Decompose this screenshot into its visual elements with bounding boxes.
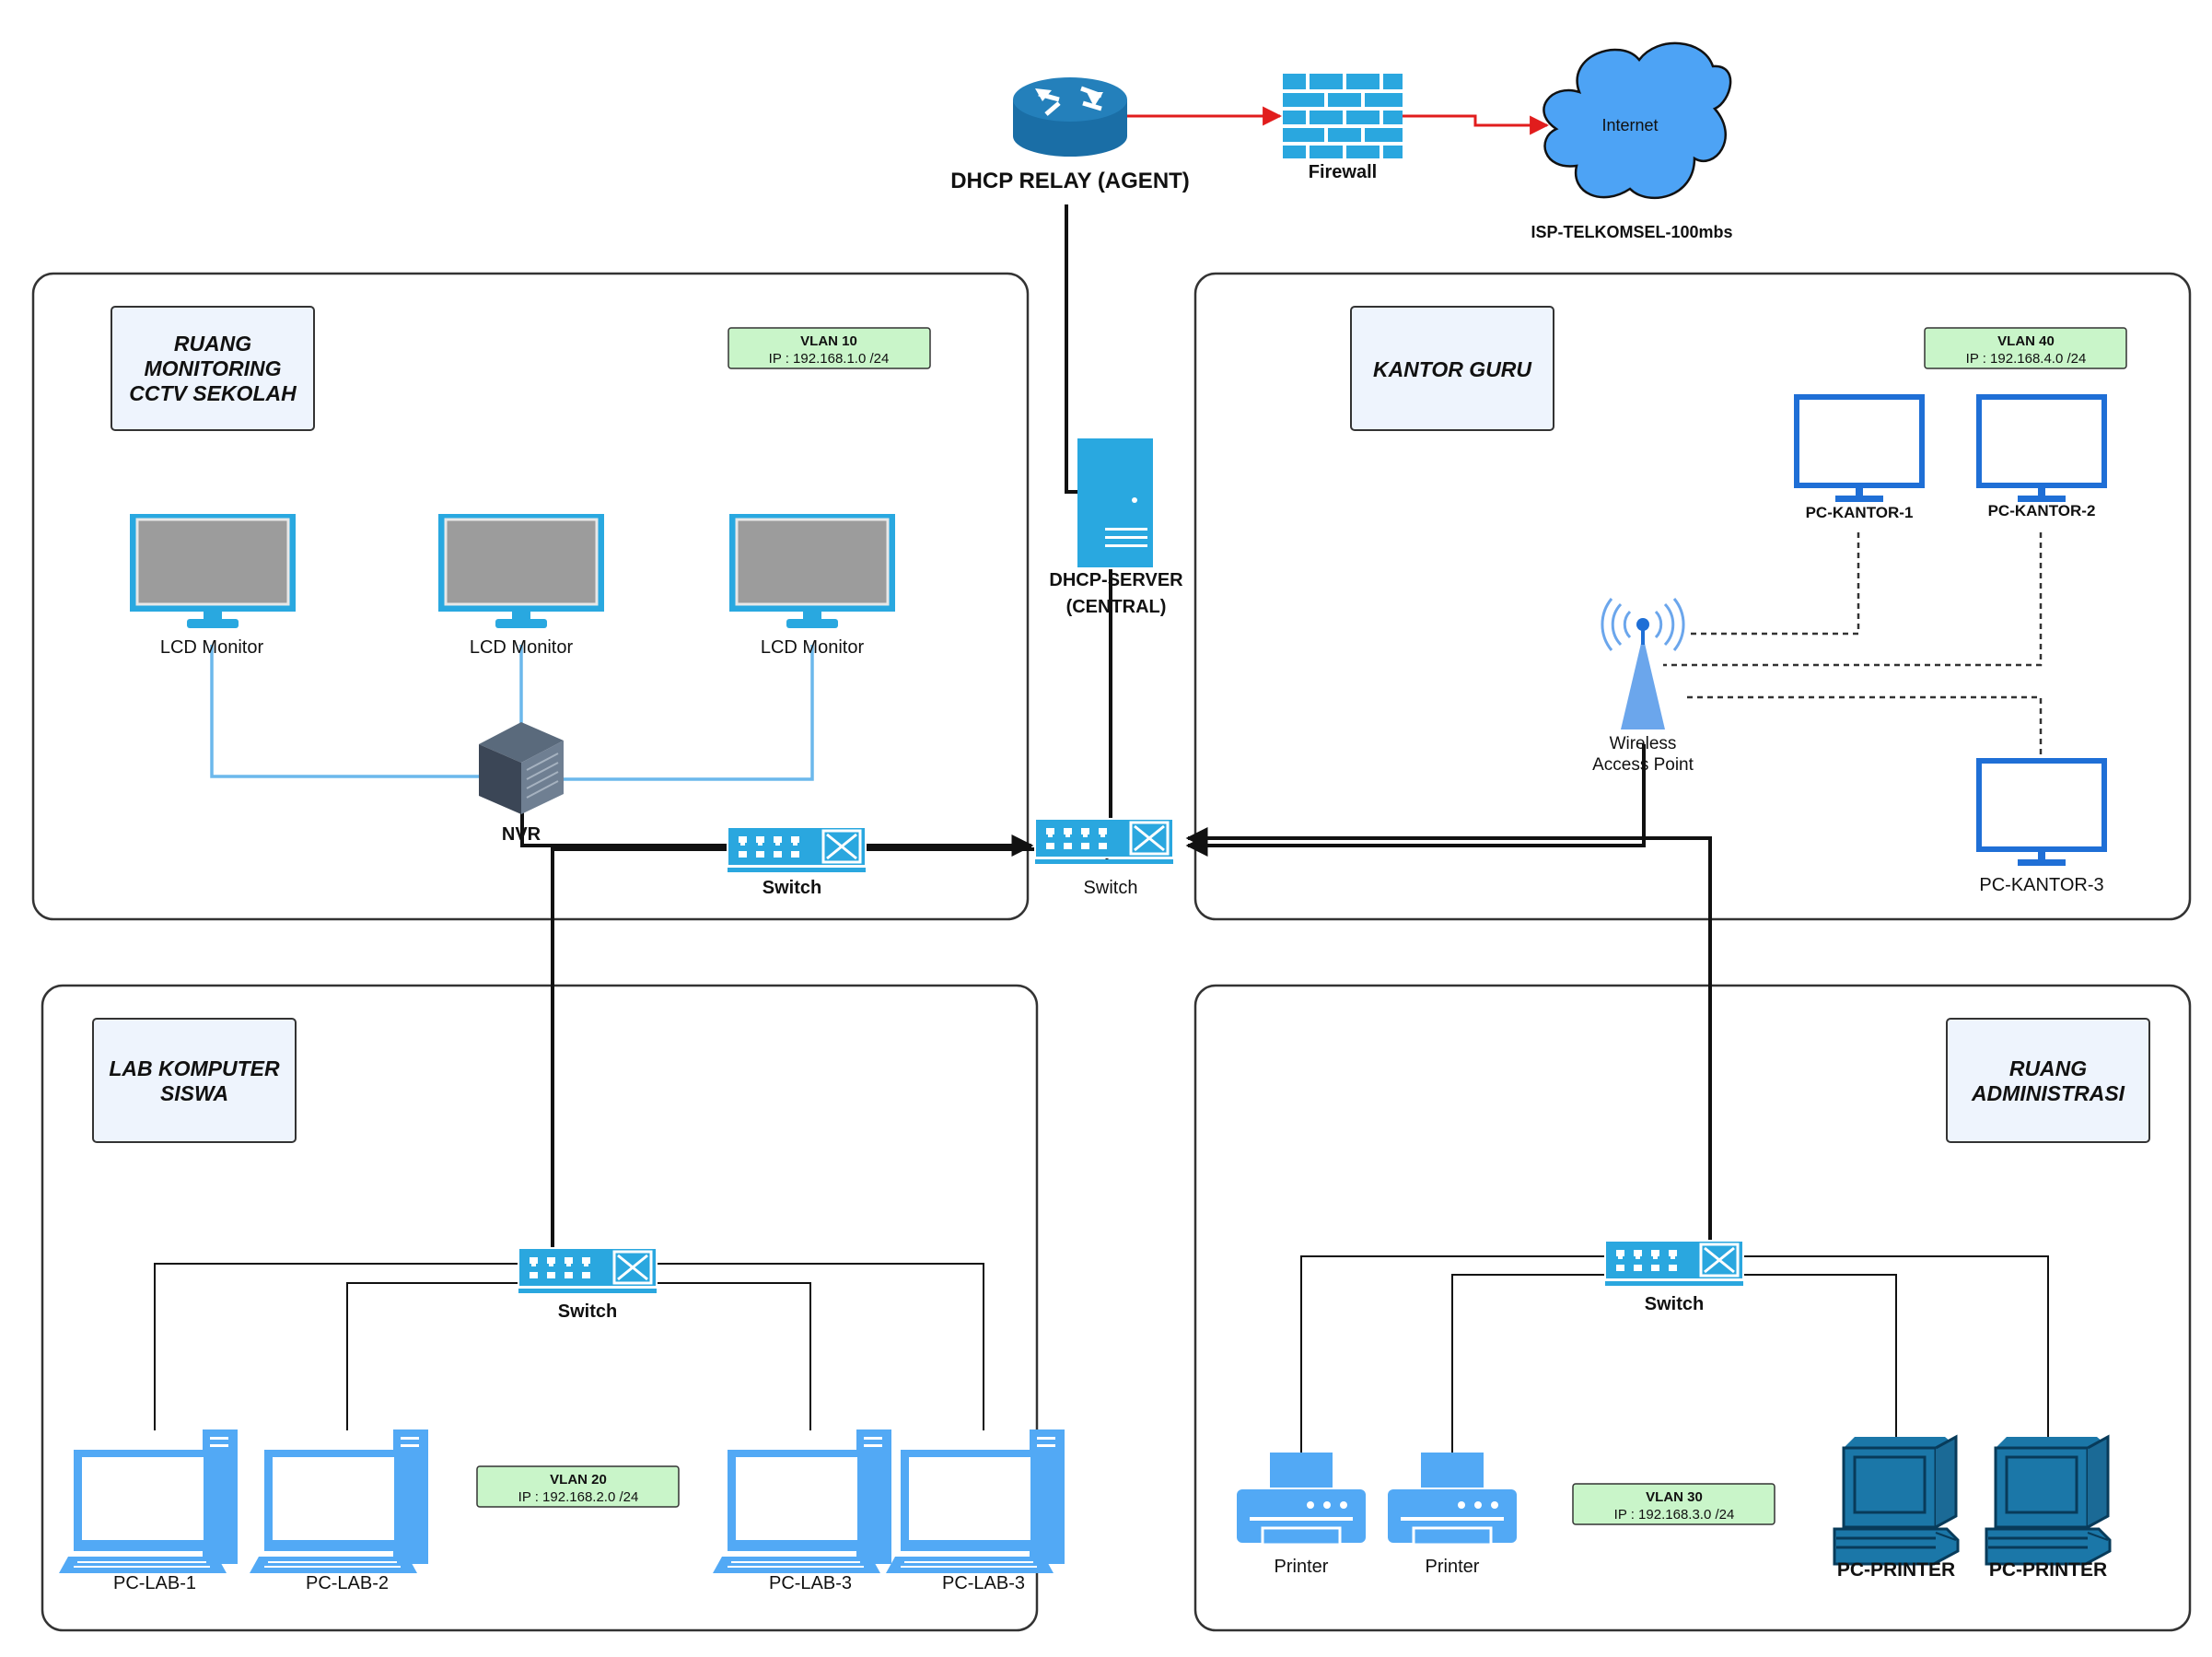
admin-vlan-label: VLAN 30 <box>1646 1489 1703 1505</box>
pc-lab-4-icon <box>886 1429 1065 1573</box>
link-firewall-internet <box>1402 114 1550 135</box>
lcd-monitor-1-label: LCD Monitor <box>160 637 264 658</box>
printer-1-label: Printer <box>1275 1557 1329 1577</box>
kantor-ip-label: IP : 192.168.4.0 /24 <box>1966 351 2087 367</box>
room-admin-frame <box>1193 984 2192 1632</box>
link-router-server <box>1065 204 1079 494</box>
link-monitor1-nvr <box>210 645 479 778</box>
kantor-vlan-badge <box>1924 327 2127 369</box>
cctv-vlan-badge <box>728 327 931 369</box>
pc-kantor-2-label: PC-KANTOR-2 <box>1988 502 2096 519</box>
ap-label-1: Wireless <box>1610 734 1677 753</box>
cctv-title-box <box>111 306 315 431</box>
lcd-monitor-2-label: LCD Monitor <box>470 637 574 658</box>
lab-ip-label: IP : 192.168.2.0 /24 <box>518 1489 639 1505</box>
room-kantor-frame <box>1193 272 2192 921</box>
kantor-vlan-label: VLAN 40 <box>1997 333 2055 349</box>
link-ap-pc1 <box>1687 532 1860 636</box>
core-switch-label: Switch <box>1084 878 1138 898</box>
pc-kantor-3-label: PC-KANTOR-3 <box>1979 875 2103 895</box>
lab-title-2: SISWA <box>160 1081 228 1105</box>
pc-lab-4-label: PC-LAB-3 <box>942 1573 1025 1593</box>
admin-ip-label: IP : 192.168.3.0 /24 <box>1614 1507 1735 1523</box>
lcd-monitor-3-label: LCD Monitor <box>761 637 865 658</box>
ap-label-2: Access Point <box>1592 755 1694 775</box>
cctv-vlan-label: VLAN 10 <box>800 333 857 349</box>
pc-printer-1-icon <box>1833 1435 1960 1566</box>
pc-kantor-3-icon <box>1979 761 2104 866</box>
wireless-access-point-icon <box>1601 598 1685 729</box>
cctv-switch-label: Switch <box>763 878 821 898</box>
core-switch-icon <box>1033 817 1175 866</box>
pc-lab-1-icon <box>59 1429 238 1573</box>
lab-title-1: LAB KOMPUTER <box>109 1056 280 1080</box>
cctv-switch-icon <box>726 825 867 874</box>
link-ap-pc2 <box>1663 532 2043 667</box>
printer-1-icon <box>1235 1451 1368 1546</box>
pc-lab-2-label: PC-LAB-2 <box>306 1573 389 1593</box>
link-lab-core <box>551 838 1128 1248</box>
admin-links <box>1300 1255 2049 1453</box>
dhcp-server-icon <box>1077 438 1153 567</box>
lcd-monitor-1-icon <box>128 512 297 630</box>
pc-kantor-2-icon <box>1979 397 2104 502</box>
cctv-title-3: CCTV SEKOLAH <box>129 381 297 405</box>
pc-kantor-1-label: PC-KANTOR-1 <box>1806 504 1914 521</box>
admin-title-1: RUANG <box>2009 1056 2087 1080</box>
link-ap-pc3 <box>1687 695 2043 758</box>
printer-2-icon <box>1386 1451 1519 1546</box>
link-admin-core <box>1185 827 1712 1243</box>
admin-title-2: ADMINISTRASI <box>1971 1081 2125 1105</box>
pc-lab-1-label: PC-LAB-1 <box>113 1573 196 1593</box>
router-icon <box>1013 77 1127 157</box>
admin-switch-label: Switch <box>1645 1294 1704 1314</box>
router-label: DHCP RELAY (AGENT) <box>950 169 1190 193</box>
cctv-title-2: MONITORING <box>144 356 281 380</box>
pc-lab-3-label: PC-LAB-3 <box>769 1573 852 1593</box>
internet-label: Internet <box>1601 116 1658 134</box>
lcd-monitor-3-icon <box>728 512 897 630</box>
pc-kantor-1-icon <box>1797 397 1922 502</box>
lab-title-box <box>92 1018 297 1143</box>
printer-2-label: Printer <box>1426 1557 1480 1577</box>
server-label-1: DHCP-SERVER <box>1049 570 1183 590</box>
firewall-icon <box>1283 74 1403 158</box>
lcd-monitor-2-icon <box>437 512 606 630</box>
room-lab-frame <box>41 984 1039 1632</box>
link-monitor3-nvr <box>564 645 814 781</box>
admin-title-box <box>1946 1018 2150 1143</box>
pc-printer-2-icon <box>1985 1435 2112 1566</box>
nvr-label: NVR <box>502 824 541 845</box>
lab-links <box>154 1263 984 1430</box>
admin-vlan-badge <box>1572 1483 1775 1525</box>
pc-printer-2-label: PC-PRINTER <box>1989 1559 2107 1581</box>
server-label-2: (CENTRAL) <box>1066 597 1167 617</box>
pc-printer-1-label: PC-PRINTER <box>1837 1559 1955 1581</box>
isp-label: ISP-TELKOMSEL-100mbs <box>1531 223 1732 241</box>
lab-switch-label: Switch <box>558 1301 617 1322</box>
link-ap-core <box>1185 744 1646 857</box>
internet-cloud-icon <box>1543 41 1732 200</box>
nvr-icon <box>479 722 564 814</box>
cctv-title-1: RUANG <box>174 332 251 356</box>
kantor-title: KANTOR GURU <box>1373 357 1532 381</box>
admin-switch-icon <box>1603 1239 1745 1288</box>
pc-lab-3-icon <box>713 1429 891 1573</box>
lab-vlan-label: VLAN 20 <box>550 1472 607 1488</box>
lab-vlan-badge <box>476 1465 680 1508</box>
room-cctv-frame <box>31 272 1030 921</box>
pc-lab-2-icon <box>250 1429 428 1573</box>
firewall-label: Firewall <box>1309 162 1377 182</box>
kantor-title-box <box>1350 306 1554 431</box>
lab-switch-icon <box>517 1246 658 1295</box>
cctv-ip-label: IP : 192.168.1.0 /24 <box>769 351 890 367</box>
